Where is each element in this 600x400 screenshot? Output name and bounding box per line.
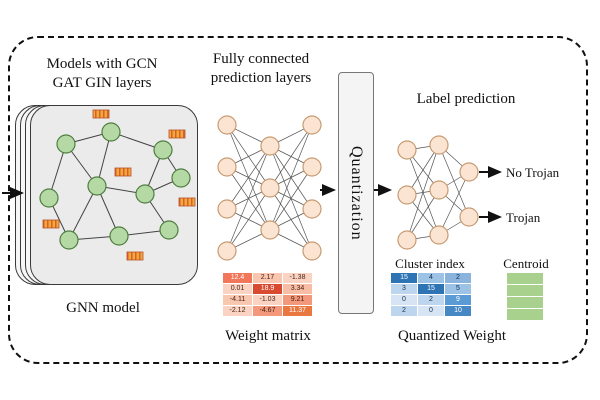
dashed-frame — [8, 36, 588, 364]
table-cell: 3.34 — [283, 284, 312, 294]
table-cell: -4.67 — [253, 306, 282, 316]
gnn-section-title: Models with GCN GAT GIN layers — [46, 56, 158, 91]
graph-drawing — [39, 109, 196, 261]
feature-vector-icon — [42, 109, 196, 261]
table-cell: 2 — [391, 306, 417, 316]
table-cell: 11.37 — [283, 306, 312, 316]
label-prediction-title: Label prediction — [416, 91, 516, 107]
table-cell: 4 — [418, 273, 444, 283]
table-cell: 2.17 — [253, 273, 282, 283]
table-cell: 9 — [445, 295, 471, 305]
table-row — [507, 273, 543, 284]
table-cell: 9.21 — [283, 295, 312, 305]
table-cell: -2.12 — [223, 306, 252, 316]
table-cell: 10 — [445, 306, 471, 316]
table-cell: 18.9 — [253, 284, 282, 294]
table-cell: 0 — [391, 295, 417, 305]
fc-network-drawing — [217, 115, 322, 261]
cluster-index-label: Cluster index — [395, 256, 465, 271]
table-cell — [507, 285, 543, 296]
table-cell: 0 — [418, 306, 444, 316]
quantization-label: Quantization — [348, 145, 365, 241]
prediction-network-nodes — [397, 135, 479, 250]
fc-network-nodes — [217, 115, 322, 261]
table-cell: 15 — [418, 284, 444, 294]
trojan-label: Trojan — [506, 210, 541, 225]
table-row — [507, 309, 543, 320]
table-cell: -4.11 — [223, 295, 252, 305]
graph-nodes — [39, 122, 191, 250]
table-cell: 5 — [445, 284, 471, 294]
table-cell: 3 — [391, 284, 417, 294]
table-cell: 15 — [391, 273, 417, 283]
table-cell: -1.38 — [283, 273, 312, 283]
quantized-weight-caption: Quantized Weight — [397, 328, 507, 344]
fc-section-title: Fully connected prediction layers — [210, 51, 312, 86]
table-row — [507, 297, 543, 308]
table-cell — [507, 297, 543, 308]
centroid-label: Centroid — [503, 256, 549, 271]
table-cell: -1.03 — [253, 295, 282, 305]
table-cell: 0.01 — [223, 284, 252, 294]
weight-matrix-caption: Weight matrix — [225, 328, 311, 344]
prediction-network-drawing — [397, 135, 479, 250]
table-cell — [507, 273, 543, 284]
no-trojan-label: No Trojan — [506, 165, 560, 180]
quantization-box: Quantization — [338, 72, 374, 314]
table-cell: 12.4 — [223, 273, 252, 283]
table-cell: 2 — [445, 273, 471, 283]
gnn-model-caption: GNN model — [66, 300, 140, 316]
centroid-table — [506, 272, 544, 321]
table-row — [507, 285, 543, 296]
table-cell: 2 — [418, 295, 444, 305]
table-cell — [507, 309, 543, 320]
gnn-model-box — [30, 105, 198, 285]
